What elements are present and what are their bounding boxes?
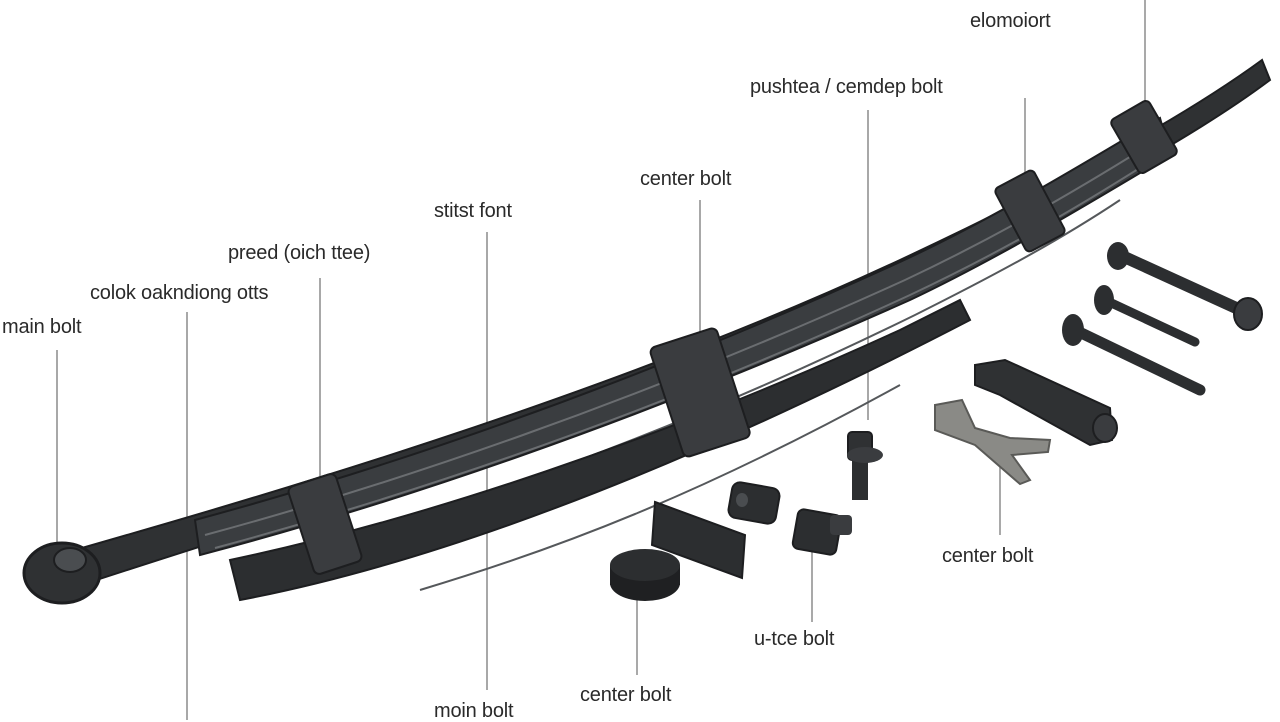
clamp	[994, 169, 1066, 253]
flat-plate	[650, 500, 747, 580]
small-bolt	[847, 431, 883, 500]
label-stitst-font: stitst font	[434, 200, 512, 222]
label-center-bolt-bottom: center bolt	[580, 684, 672, 706]
label-pushtea: pushtea / cemdep bolt	[750, 76, 943, 98]
clamp	[1110, 99, 1178, 175]
lower-leaf	[228, 298, 972, 602]
label-u-tce-bolt: u-tce bolt	[754, 628, 835, 650]
label-preed: preed (oich ttee)	[228, 242, 371, 264]
label-main-bolt-left: main bolt	[2, 316, 82, 338]
bushing	[727, 481, 781, 525]
bolt	[1094, 285, 1200, 347]
leader-lines	[56, 0, 1146, 720]
label-main-bolt-bottom: moin bolt	[434, 700, 514, 722]
label-colok: colok oakndiong otts	[90, 282, 269, 304]
metal-bracket	[934, 398, 1052, 486]
leaf-spring	[22, 58, 1272, 605]
loose-parts	[610, 242, 1263, 601]
label-top-right: elomoiort	[970, 10, 1051, 32]
clamp	[287, 473, 363, 575]
center-clamp	[649, 327, 751, 458]
u-bolt-clip	[791, 508, 852, 556]
bolt	[1062, 314, 1206, 396]
bolt	[1107, 242, 1263, 331]
rubber-pad	[610, 549, 680, 601]
shackle	[974, 358, 1118, 447]
label-center-bolt-right: center bolt	[942, 545, 1034, 567]
label-center-bolt-top: center bolt	[640, 168, 732, 190]
